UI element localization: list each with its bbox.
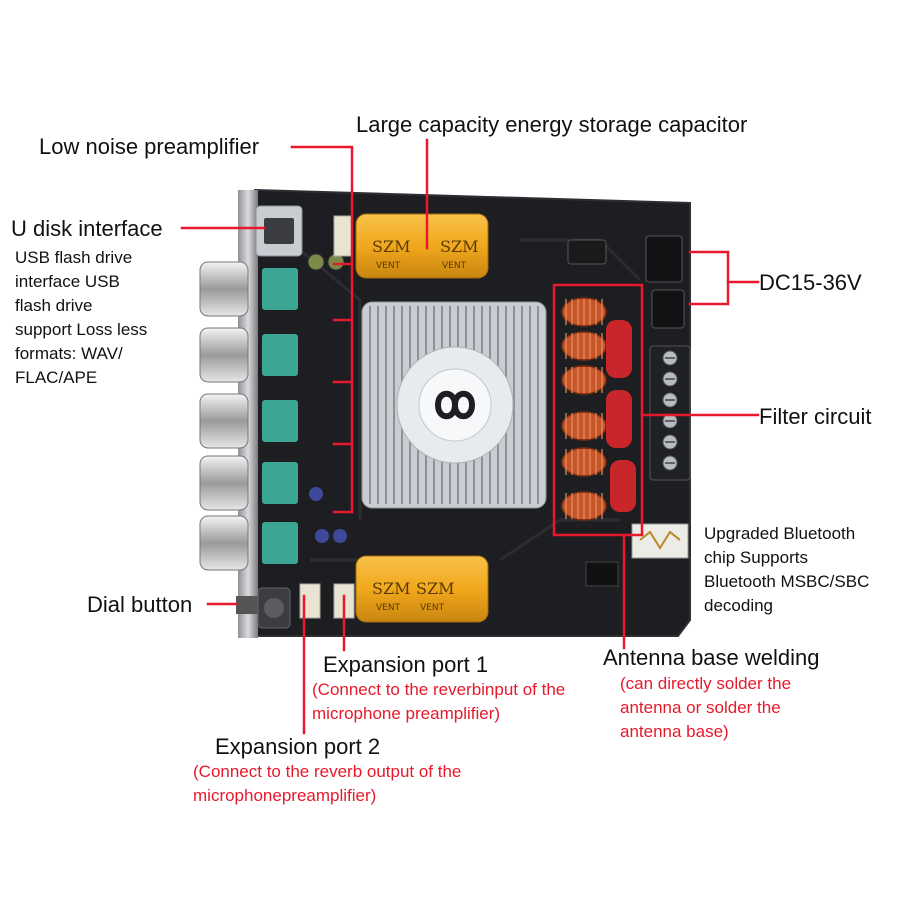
antenna-note-line: antenna base) xyxy=(620,722,729,741)
antenna-title: Antenna base welding xyxy=(603,645,820,670)
filter-circuit-label: Filter circuit xyxy=(759,404,872,429)
preamp-connector xyxy=(333,215,353,257)
usb-port-icon xyxy=(255,205,303,257)
expansion-port-2-note-line: microphonepreamplifier) xyxy=(193,786,377,805)
leader-lines xyxy=(180,138,760,735)
expansion-port-2-title: Expansion port 2 xyxy=(215,734,381,759)
bluetooth-description: Upgraded Bluetooth chip Supports Bluetoo… xyxy=(704,522,869,618)
svg-text:SZM: SZM xyxy=(372,579,410,598)
dc-voltage-label: DC15-36V xyxy=(759,270,862,295)
u-disk-desc-line: FLAC/APE xyxy=(15,368,98,387)
expansion-port-2-note-line: (Connect to the reverb output of the xyxy=(193,762,462,781)
antenna-note: (can directly solder the antenna or sold… xyxy=(620,672,791,744)
svg-text:VENT: VENT xyxy=(442,261,467,271)
energy-capacitor-label: Large capacity energy storage capacitor xyxy=(356,112,748,137)
svg-text:VENT: VENT xyxy=(376,261,401,271)
low-noise-preamp-label: Low noise preamplifier xyxy=(39,134,260,159)
u-disk-desc-line: formats: WAV/ xyxy=(15,344,123,363)
fan-logo-icon xyxy=(418,368,492,442)
svg-text:SZM: SZM xyxy=(372,237,410,256)
capacitor-icon: SZM SZM VENT VENT xyxy=(355,555,489,623)
expansion-port-1-title: Expansion port 1 xyxy=(323,652,489,677)
expansion-port-1-note-line: (Connect to the reverbinput of the xyxy=(312,680,566,699)
bluetooth-desc-line: chip Supports xyxy=(704,548,808,567)
u-disk-desc-line: USB flash drive xyxy=(15,248,133,267)
u-disk-desc-line: support Loss less xyxy=(15,320,148,339)
svg-text:SZM: SZM xyxy=(416,579,454,598)
knob-row xyxy=(199,261,298,571)
expansion-port-1-note-line: microphone preamplifier) xyxy=(312,704,501,723)
bluetooth-desc-line: Bluetooth MSBC/SBC xyxy=(704,572,870,591)
antenna-note-line: (can directly solder the xyxy=(620,674,792,693)
u-disk-desc-line: interface USB xyxy=(15,272,120,291)
svg-text:VENT: VENT xyxy=(376,603,401,613)
expansion-port-2-note: (Connect to the reverb output of the mic… xyxy=(193,760,461,808)
dc-jack-icon xyxy=(567,235,685,329)
dial-button-icon xyxy=(257,587,291,629)
film-capacitors xyxy=(606,320,636,512)
speaker-terminal-icon xyxy=(649,345,691,481)
bluetooth-desc-line: decoding xyxy=(704,596,774,615)
svg-text:SZM: SZM xyxy=(440,237,478,256)
u-disk-description: USB flash drive interface USB flash driv… xyxy=(15,246,147,390)
small-capacitors xyxy=(307,253,347,543)
capacitor-icon: SZM SZM VENT VENT xyxy=(355,213,489,279)
dial-button-label: Dial button xyxy=(87,592,193,617)
expansion-port-1-note: (Connect to the reverbinput of the micro… xyxy=(312,678,565,726)
antenna-note-line: antenna or solder the xyxy=(620,698,781,717)
u-disk-desc-line: flash drive xyxy=(15,296,93,315)
svg-text:VENT: VENT xyxy=(420,603,445,613)
heatsink xyxy=(361,301,547,509)
u-disk-title: U disk interface xyxy=(11,216,163,241)
bluetooth-desc-line: Upgraded Bluetooth xyxy=(704,524,856,543)
